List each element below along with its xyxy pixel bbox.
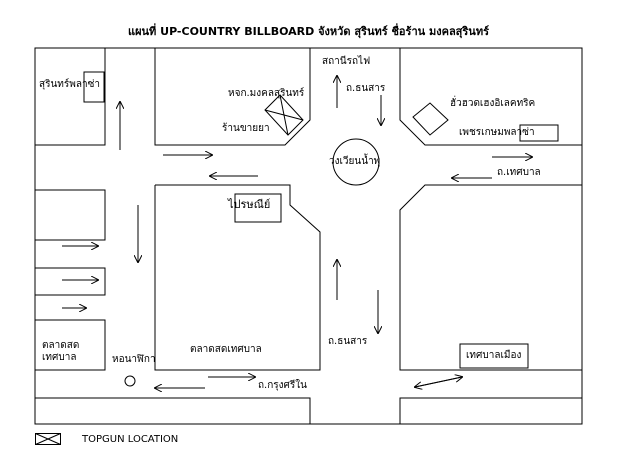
label-city-hall: เทศบาลเมือง [466, 350, 522, 361]
map-title: แผนที่ UP-COUNTRY BILLBOARD จังหวัด สุริ… [128, 25, 489, 38]
block-top-center-left [154, 48, 311, 146]
block-top-left [35, 48, 106, 146]
surin-plaza-box [83, 71, 105, 103]
petchkasem-box [519, 124, 559, 142]
block-top-right [399, 48, 582, 146]
label-retail-shop: ร้านขายยา [222, 123, 270, 134]
label-post-office: ไปรษณีย์ [228, 198, 271, 211]
block-right [399, 184, 582, 371]
label-tanasan-top: ถ.ธนสาร [346, 83, 386, 94]
arrow-right-br [414, 377, 462, 388]
label-tessaban-road: ถ.เทศบาล [497, 167, 541, 178]
label-tanasan-bottom: ถ.ธนสาร [328, 336, 368, 347]
post-office-box [234, 193, 282, 223]
clock-tower-circle [124, 375, 136, 387]
label-roundabout: วงเวียนน้ำพุ [329, 156, 381, 167]
label-clock-tower: หอนาฬิกา [112, 354, 156, 365]
block-mid-left-1 [35, 189, 106, 241]
block-mid-left-3 [35, 319, 106, 371]
label-krungsri-road: ถ.กรุงศรีใน [258, 380, 307, 391]
legend-label: TOPGUN LOCATION [82, 434, 179, 445]
label-heng-electric: ฮั่วฮวดเฮงอิเลคทริค [450, 98, 536, 109]
block-bottom-left [35, 397, 311, 424]
label-station: สถานีรถไฟ [322, 56, 371, 67]
map-border [34, 47, 583, 425]
label-mongkol-surin: หจก.มงคลสุรินทร์ [228, 88, 305, 99]
block-bottom-right [399, 397, 582, 424]
label-market-center: ตลาดสดเทศบาล [190, 344, 262, 355]
crossed-box-icon [35, 433, 61, 445]
roundabout-circle [332, 138, 380, 186]
label-market-left: ตลาดสด เทศบาล [42, 340, 80, 363]
block-center [154, 184, 321, 371]
block-mid-left-2 [35, 267, 106, 296]
heng-electric-box [412, 102, 449, 136]
label-petchkasem: เพชรเกษมพลาซ่า [459, 127, 535, 138]
topgun-marker [264, 94, 304, 136]
label-surin-plaza: สุรินทร์พลาซ่า [39, 79, 101, 90]
cityhall-box [459, 343, 529, 369]
